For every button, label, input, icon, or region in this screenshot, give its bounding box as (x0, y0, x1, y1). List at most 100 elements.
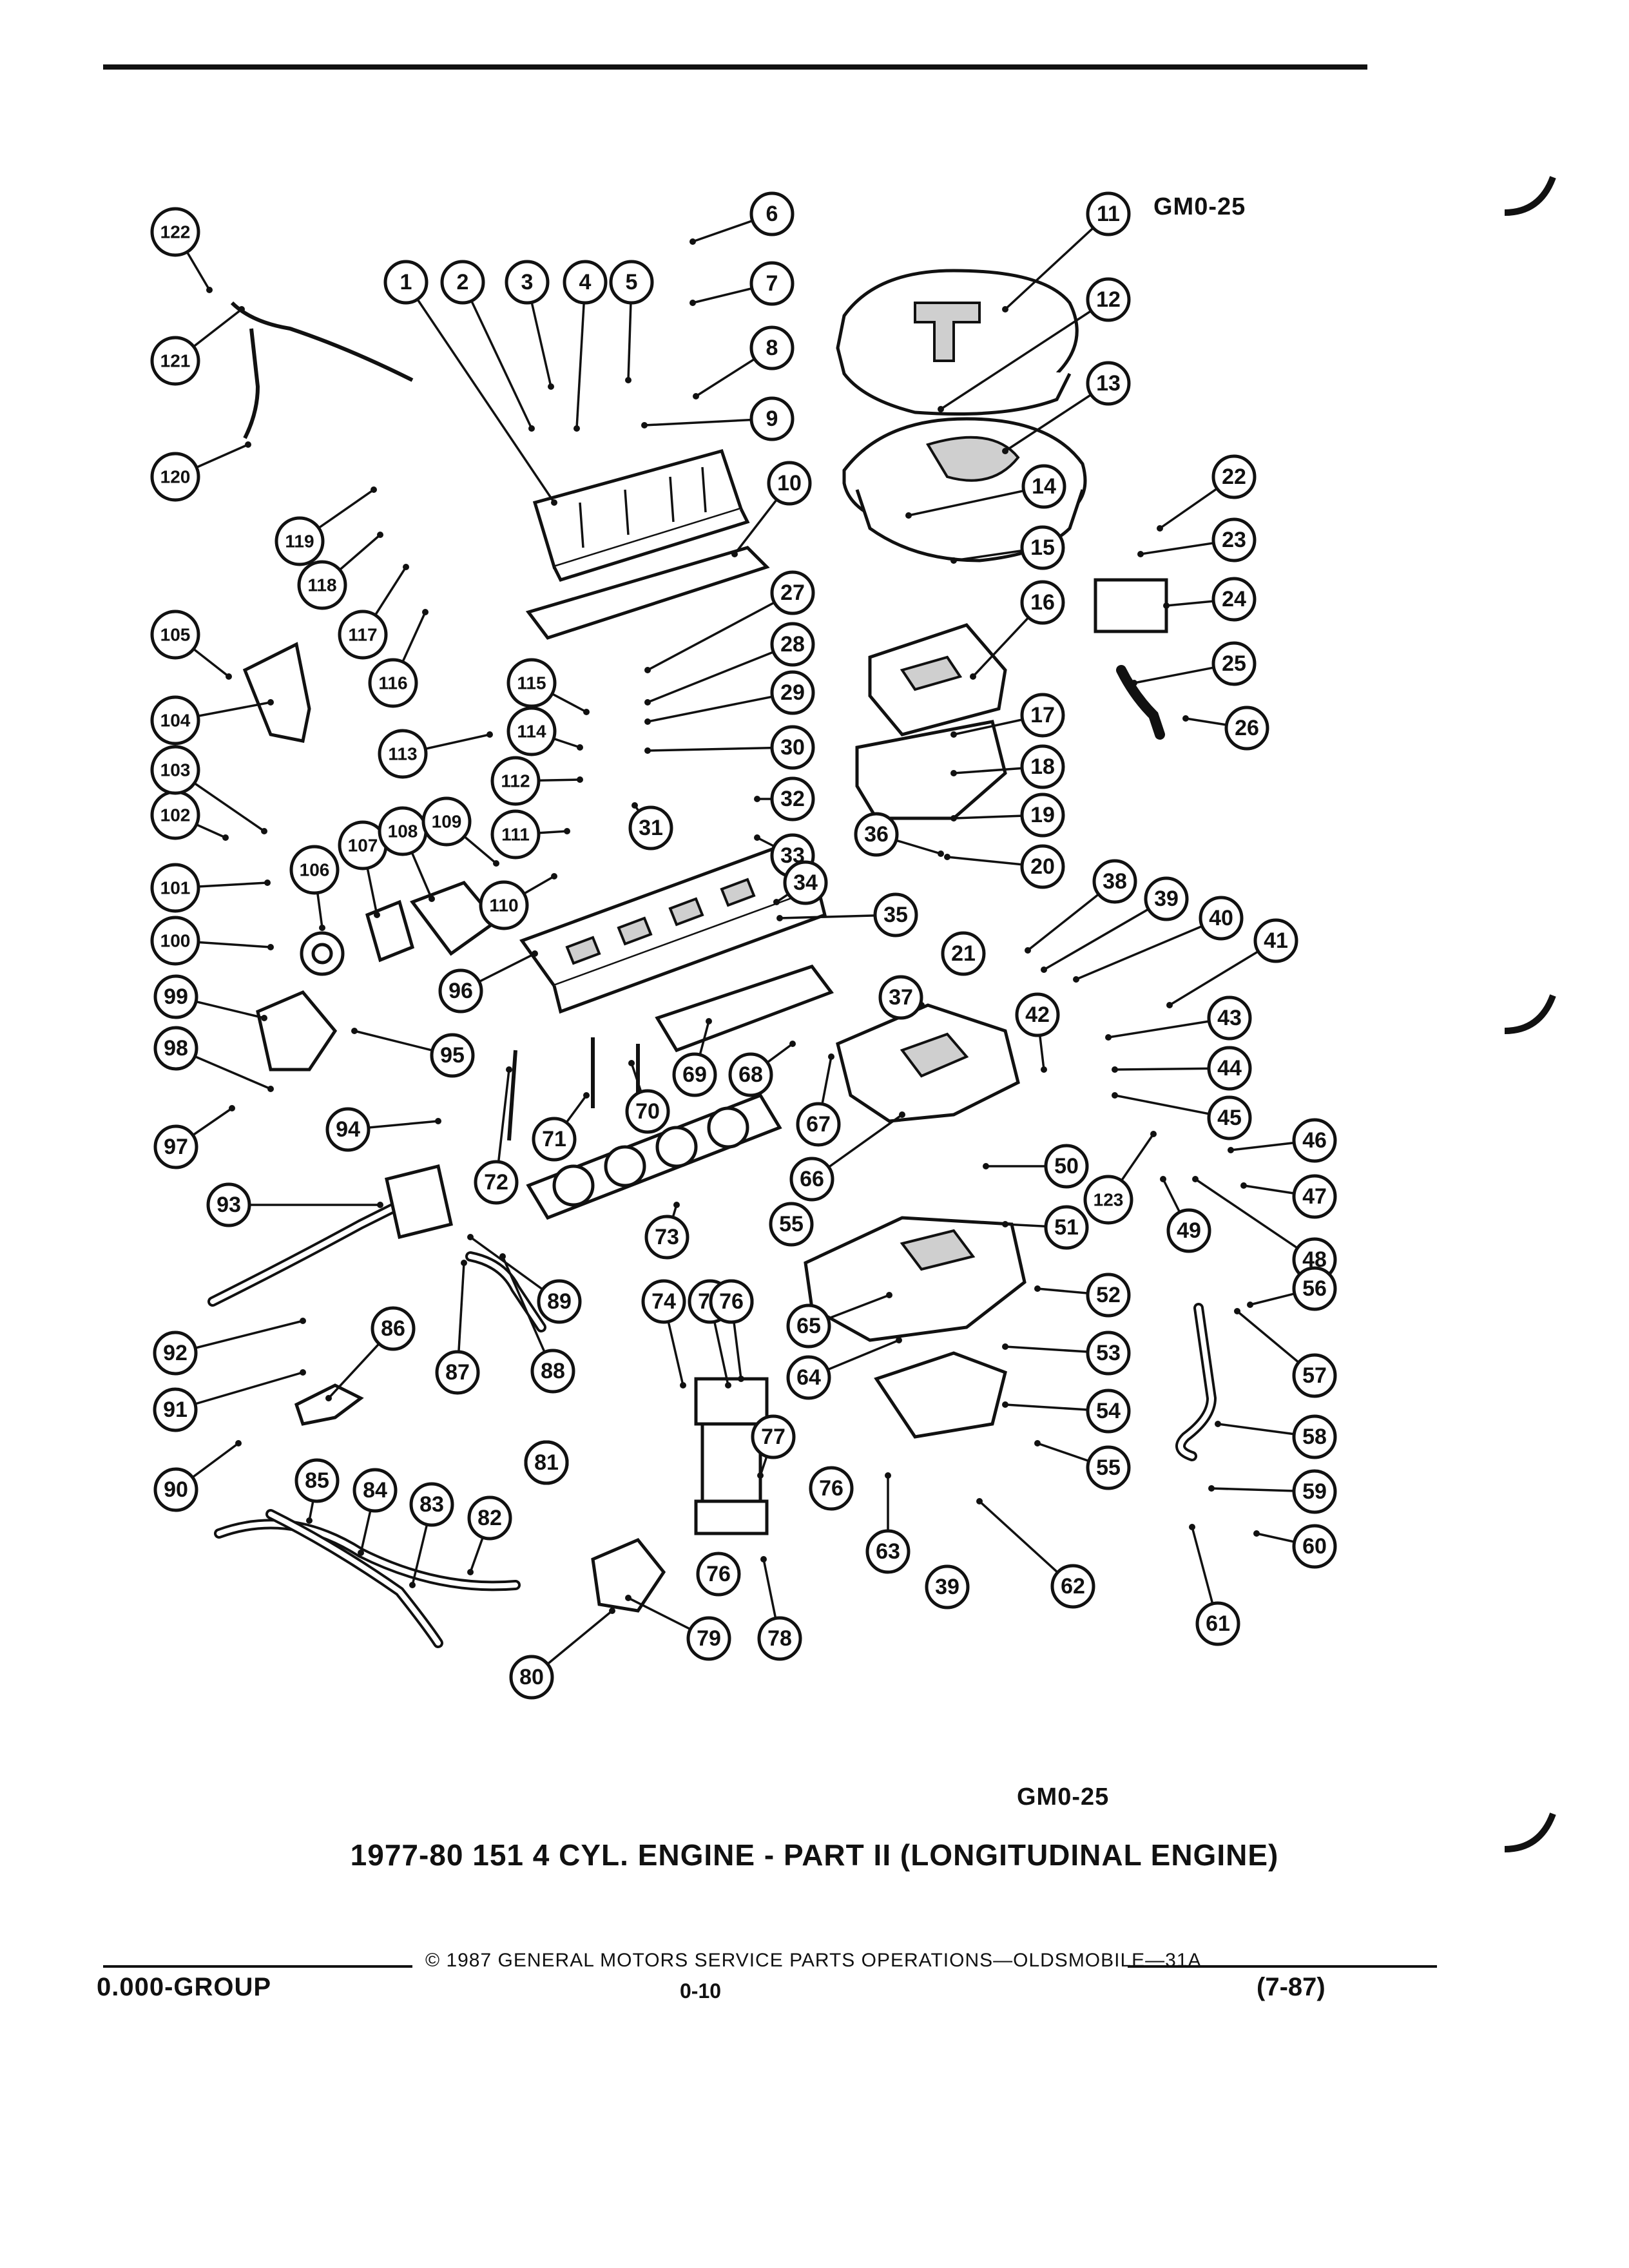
leader-point-58 (1215, 1421, 1221, 1427)
leader-point-87 (461, 1260, 467, 1266)
callout-circle (757, 1616, 802, 1661)
callout-30: 30 (770, 725, 815, 770)
leader-point-109 (493, 860, 499, 867)
callout-number: 12 (1096, 287, 1121, 312)
callout-circle (1086, 1273, 1131, 1318)
leader-point-41 (1166, 1002, 1173, 1008)
water-pump (256, 990, 338, 1072)
callout-number: 9 (766, 407, 778, 431)
heat-stove (874, 1351, 1007, 1439)
leader-point-2 (528, 425, 535, 432)
callout-26: 26 (1224, 706, 1269, 751)
callout-number: 40 (1209, 906, 1233, 930)
pcv-hose (1116, 665, 1165, 740)
callout-circle (770, 725, 815, 770)
callout-number: 84 (363, 1478, 387, 1503)
callout-13: 13 (1086, 361, 1131, 406)
callout-109: 109 (421, 796, 472, 847)
callout-number: 92 (163, 1341, 188, 1365)
callout-circle (873, 892, 918, 937)
callout-41: 41 (1253, 918, 1298, 963)
leader-point-90 (235, 1440, 242, 1446)
callout-71: 71 (532, 1117, 577, 1162)
leader-point-43 (1105, 1034, 1112, 1041)
callout-102: 102 (150, 790, 200, 840)
callout-17: 17 (1020, 693, 1065, 738)
callout-number: 42 (1025, 1003, 1050, 1027)
callout-52: 52 (1086, 1273, 1131, 1318)
callout-80: 80 (509, 1655, 554, 1700)
callout-circle (505, 260, 550, 305)
callout-number: 102 (160, 805, 191, 825)
callout-circle (153, 1124, 198, 1169)
callout-number: 115 (517, 673, 546, 693)
leader-point-60 (1253, 1530, 1260, 1537)
callout-23: 23 (1211, 517, 1257, 562)
callout-number: 83 (419, 1492, 444, 1517)
callout-89: 89 (537, 1279, 582, 1324)
leader-point-98 (267, 1086, 274, 1092)
leader-point-78 (760, 1556, 767, 1562)
leader-point-102 (222, 834, 229, 841)
callout-73: 73 (644, 1215, 689, 1260)
callout-8: 8 (749, 325, 795, 370)
callout-circle (1211, 577, 1257, 622)
callout-57: 57 (1292, 1353, 1337, 1398)
callout-circle (294, 1458, 340, 1503)
leader-point-57 (1234, 1308, 1240, 1314)
callout-number: 38 (1103, 869, 1127, 894)
leader-point-75 (725, 1382, 731, 1389)
callout-115: 115 (506, 658, 557, 708)
callout-114: 114 (506, 706, 557, 756)
leader-point-122 (206, 287, 213, 293)
callout-number: 43 (1217, 1006, 1242, 1030)
callout-number: 8 (766, 336, 778, 360)
leader-point-64 (896, 1337, 902, 1343)
leader-point-120 (245, 441, 251, 448)
callout-number: 78 (767, 1626, 792, 1651)
callout-circle (378, 729, 428, 779)
callout-38: 38 (1092, 859, 1137, 904)
callout-circle (783, 860, 828, 905)
callout-circle (749, 325, 795, 370)
leader-point-27 (644, 667, 651, 673)
leader-point-108 (429, 896, 435, 902)
callout-number: 74 (651, 1289, 676, 1314)
callout-81: 81 (524, 1440, 569, 1485)
leader-point-105 (226, 673, 232, 680)
callout-number: 104 (160, 711, 191, 731)
leader-point-72 (506, 1066, 512, 1073)
leader-point-31 (631, 802, 638, 809)
callout-35: 35 (873, 892, 918, 937)
leader-point-80 (609, 1608, 615, 1614)
callout-65: 65 (786, 1303, 831, 1349)
callout-circle (438, 968, 483, 1014)
callout-108: 108 (378, 806, 428, 856)
callout-number: 19 (1030, 803, 1055, 827)
callout-number: 119 (285, 532, 314, 552)
callout-number: 106 (300, 860, 330, 880)
callout-number: 108 (388, 822, 418, 841)
callout-circle (925, 1564, 970, 1610)
callout-circle (625, 1089, 670, 1134)
callout-39: 39 (925, 1564, 970, 1610)
callout-number: 14 (1032, 474, 1056, 499)
leader-point-51 (1002, 1221, 1008, 1227)
callout-number: 34 (793, 870, 818, 895)
leader-point-42 (1041, 1066, 1047, 1073)
callout-number: 89 (547, 1289, 572, 1314)
leader-point-95 (351, 1028, 358, 1034)
callout-number: 41 (1264, 928, 1288, 953)
callout-32: 32 (770, 776, 815, 822)
callout-circle (644, 1215, 689, 1260)
callout-number: 65 (796, 1314, 821, 1338)
leader-line-48 (1195, 1178, 1315, 1261)
leader-point-38 (1025, 947, 1031, 954)
leader-point-114 (577, 744, 583, 751)
callout-circle (275, 516, 325, 566)
callout-60: 60 (1292, 1524, 1337, 1569)
callout-circle (1195, 1601, 1240, 1646)
callout-number: 30 (780, 735, 805, 760)
callout-number: 118 (307, 575, 336, 595)
